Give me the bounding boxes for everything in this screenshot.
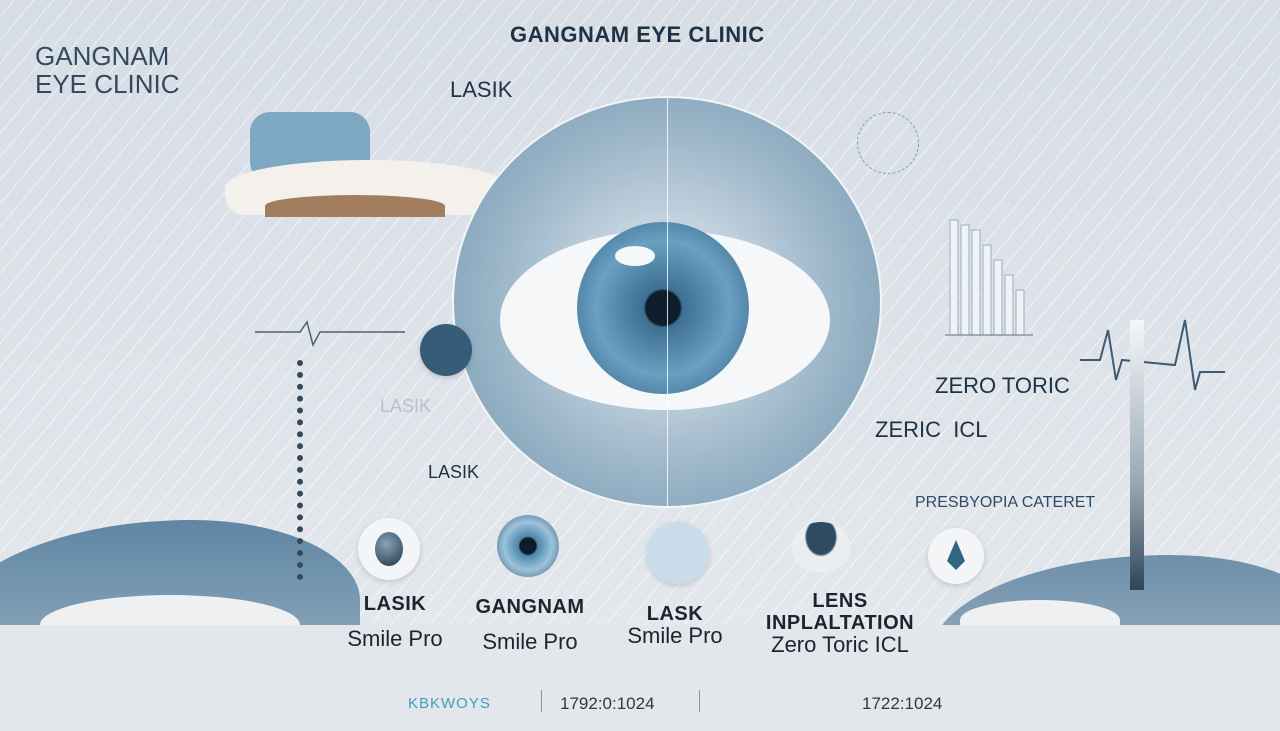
footer-brand: KBKWOYS [408, 695, 491, 712]
label-presbyopia: PRESBYOPIA CATERET [915, 494, 1096, 511]
cloud-earth [265, 195, 445, 217]
iris-icon [577, 222, 749, 394]
crosshair-line [667, 96, 668, 508]
bar-chart-icon [945, 219, 1033, 336]
service-subtitle: Zero Toric ICL [771, 632, 909, 657]
logo-line-1: GANGNAM [35, 41, 170, 71]
service-subtitle: Smile Pro [482, 629, 578, 654]
page-title: GANGNAM EYE CLINIC [510, 22, 765, 47]
dark-lens-icon [375, 532, 403, 566]
heartbeat-icon-left [255, 320, 405, 348]
eye-highlight [615, 246, 655, 266]
footer-divider [541, 690, 542, 712]
label-zeric-icl: ZERIC ICL [875, 417, 988, 442]
pin-icon [420, 324, 472, 376]
label-lasik-ghost: LASIK [380, 396, 432, 416]
heartbeat-icon [1080, 319, 1225, 391]
lens-bowl-icon [792, 522, 850, 572]
service-subtitle: Smile Pro [347, 626, 443, 651]
footer-code-2: 1722:1024 [862, 694, 943, 713]
footer-divider [699, 690, 700, 712]
service-title: LASIK [363, 593, 427, 615]
label-lasik-mid: LASIK [428, 462, 480, 482]
service-title: LENS INPLALTATION [765, 590, 915, 634]
logo-line-2: EYE CLINIC [35, 69, 180, 99]
service-icon-1 [358, 518, 420, 580]
drop-icon [928, 528, 984, 584]
eye-icon [647, 522, 709, 584]
service-title: LASK [646, 603, 704, 625]
pole [1130, 320, 1144, 590]
target-circle-icon [857, 112, 919, 174]
dotted-scale [297, 360, 305, 580]
iris-icon-small [497, 515, 559, 577]
label-lasik-top: LASIK [450, 77, 513, 102]
service-title: GANGNAM [475, 596, 585, 618]
ground [0, 625, 1280, 731]
footer-code-1: 1792:0:1024 [560, 694, 655, 713]
service-subtitle: Smile Pro [627, 623, 723, 648]
service-lasik: LASIK Smile Pro [340, 593, 450, 652]
service-gangnam: GANGNAM Smile Pro [460, 596, 600, 655]
label-zero-toric: ZERO TORIC [935, 373, 1070, 398]
